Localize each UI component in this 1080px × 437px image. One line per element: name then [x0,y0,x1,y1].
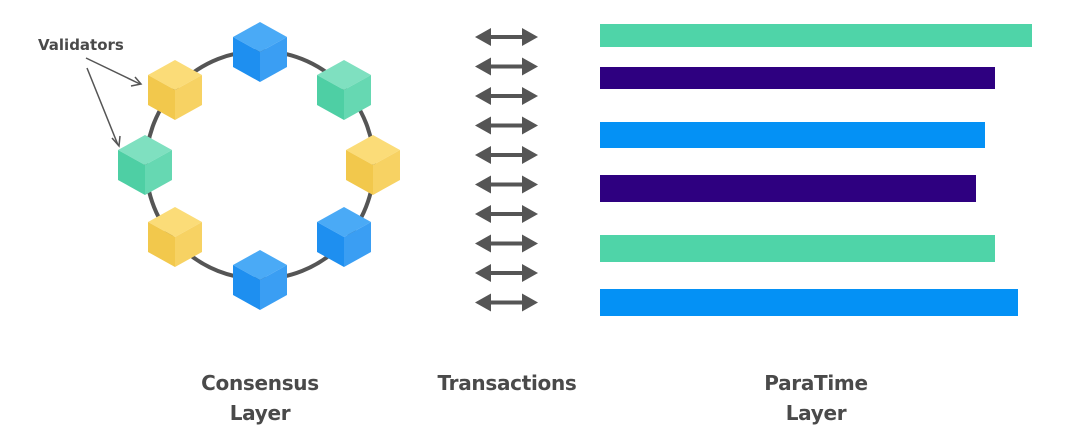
double-arrow-icon [475,87,538,105]
cube-right-face [175,75,202,120]
double-arrow-icon [475,234,538,253]
cube-right-face [260,37,287,82]
pointer-arrow-1-head [130,76,143,87]
cube-right-face [344,75,371,120]
cube-left-face [233,37,260,82]
validator-cube [118,135,172,195]
pointer-arrow-2 [86,67,119,146]
validators-label: Validators [38,36,124,54]
cube-right-face [373,150,400,195]
paratime-bar [600,235,995,262]
cube-left-face [346,150,373,195]
double-arrow-icon [475,264,538,282]
cube-right-face [344,222,371,267]
caption-line: ParaTime [764,371,868,395]
paratime-bar [600,122,985,148]
cube-right-face [260,265,287,310]
paratime-bars [600,24,1032,316]
double-arrow-icon [475,28,538,46]
double-arrow-icon [475,205,538,223]
cube-left-face [317,75,344,120]
double-arrow-icon [475,146,538,164]
caption-line: Consensus [201,371,319,395]
paratime-layer-caption: ParaTime Layer [716,368,916,428]
pointer-arrow-2-head [111,135,121,148]
paratime-bar [600,175,976,202]
cube-left-face [317,222,344,267]
transactions-caption: Transactions [437,371,577,395]
pointer-arrow-1 [85,57,141,85]
double-arrow-icon [475,293,538,312]
caption-line: Layer [785,401,847,425]
cube-right-face [175,222,202,267]
validator-cube [346,135,400,195]
validator-cube [233,250,287,310]
validator-cube [233,22,287,82]
caption-line: Layer [229,401,291,425]
validator-cube [148,207,202,267]
consensus-layer-caption: Consensus Layer [160,368,360,428]
paratime-bar [600,24,1032,47]
transaction-arrows [475,28,538,312]
paratime-bar [600,289,1018,316]
cube-left-face [148,75,175,120]
double-arrow-icon [475,175,538,194]
double-arrow-icon [475,57,538,76]
cube-right-face [145,150,172,195]
paratime-bar [600,67,995,89]
validator-cube [317,207,371,267]
cube-left-face [233,265,260,310]
cube-left-face [148,222,175,267]
cube-left-face [118,150,145,195]
validator-nodes [118,22,400,310]
double-arrow-icon [475,116,538,135]
validator-cube [148,60,202,120]
validator-pointer-arrows [85,57,143,148]
validator-cube [317,60,371,120]
